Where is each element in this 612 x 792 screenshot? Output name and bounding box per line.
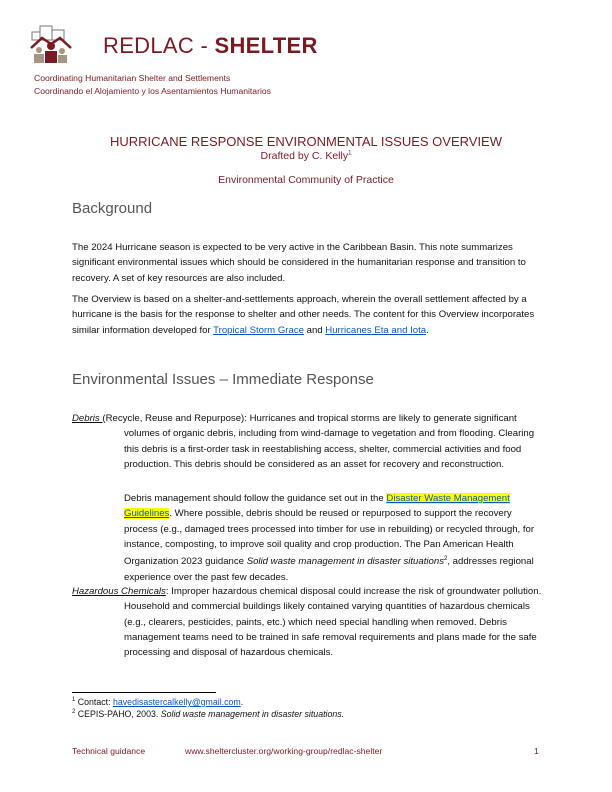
link-tropical-storm-grace[interactable]: Tropical Storm Grace [213, 324, 304, 336]
background-paragraph-2: The Overview is based on a shelter-and-s… [72, 294, 535, 336]
link-hurricanes-eta-iota[interactable]: Hurricanes Eta and Iota [325, 324, 427, 336]
document-title: HURRICANE RESPONSE ENVIRONMENTAL ISSUES … [110, 134, 502, 149]
byline: Drafted by C. Kelly1 [260, 150, 352, 162]
contact-email-link[interactable]: havedisastercalkelly@gmail.com [113, 697, 241, 707]
footnote-divider [72, 692, 216, 693]
hazardous-chemicals-paragraph: Hazardous Chemicals: Improper hazardous … [72, 586, 542, 659]
community-of-practice: Environmental Community of Practice [218, 174, 394, 186]
footnote-2: 2 CEPIS-PAHO, 2003. Solid waste manageme… [72, 709, 345, 719]
background-paragraph-1: The 2024 Hurricane season is expected to… [72, 242, 526, 284]
heading-background: Background [72, 200, 153, 217]
page-number: 1 [534, 746, 539, 756]
debris-paragraph: Debris (Recycle, Reuse and Repurpose): H… [72, 413, 535, 470]
redlac-logo-icon [30, 25, 72, 63]
tagline-english: Coordinating Humanitarian Shelter and Se… [34, 73, 231, 83]
logo-wordmark: REDLAC - SHELTER [103, 33, 318, 58]
footnote-1: 1 Contact: havedisastercalkelly@gmail.co… [72, 697, 244, 707]
debris-management-paragraph: Debris management should follow the guid… [124, 493, 535, 583]
footer-label: Technical guidance [72, 746, 146, 756]
tagline-spanish: Coordinando el Alojamiento y los Asentam… [34, 86, 271, 96]
footer-url: www.sheltercluster.org/working-group/red… [185, 746, 383, 756]
heading-environmental-issues: Environmental Issues – Immediate Respons… [72, 371, 374, 388]
